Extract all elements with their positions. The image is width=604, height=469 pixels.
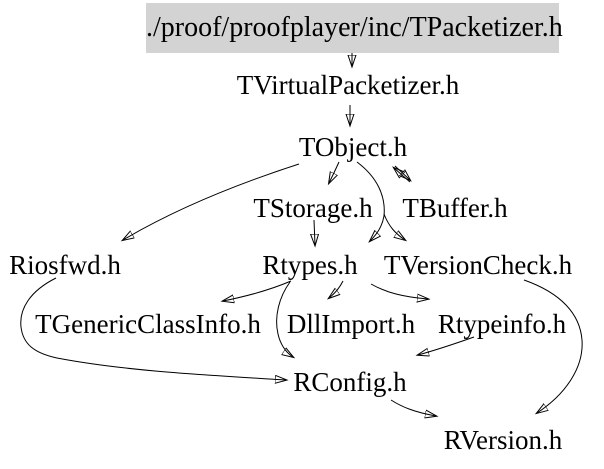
node-riosfwd[interactable]: Riosfwd.h bbox=[9, 250, 121, 280]
node-rtypeinfo[interactable]: Rtypeinfo.h bbox=[437, 309, 567, 339]
node-tbuffer[interactable]: TBuffer.h bbox=[402, 193, 508, 223]
edge-tversioncheck-rversion bbox=[523, 279, 583, 413]
node-rversion[interactable]: RVersion.h bbox=[443, 425, 563, 455]
edge-riosfwd-rconfig bbox=[20, 277, 286, 380]
edge-tobject-riosfwd bbox=[123, 163, 300, 240]
edge-tbuffer-tobject bbox=[394, 168, 411, 183]
edge-rtypes-rconfig bbox=[276, 281, 293, 357]
node-dllimport[interactable]: DllImport.h bbox=[286, 309, 416, 339]
edge-tbuffer-tversioncheck-branch bbox=[383, 213, 405, 240]
edge-rtypeinfo-rconfig bbox=[418, 336, 475, 355]
edge-tstorage-rtypes bbox=[314, 219, 315, 245]
node-tstorage[interactable]: TStorage.h bbox=[253, 193, 373, 223]
edge-rtypes-rtypeinfo bbox=[370, 283, 428, 299]
node-rconfig[interactable]: RConfig.h bbox=[293, 367, 407, 397]
edge-tobject-rtypes-branch bbox=[356, 161, 385, 241]
edge-tobject-tbuffer bbox=[394, 165, 410, 180]
node-tpacketizer: ./proof/proofplayer/inc/TPacketizer.h bbox=[146, 3, 563, 53]
edge-rtypes-tgenericclassinfo bbox=[223, 280, 292, 301]
edge-tobject-tstorage bbox=[329, 161, 340, 183]
node-tobject[interactable]: TObject.h bbox=[298, 132, 408, 162]
node-tgenericclassinfo[interactable]: TGenericClassInfo.h bbox=[35, 309, 261, 339]
edge-rconfig-rversion bbox=[390, 399, 436, 416]
node-tvirtualpacketizer[interactable]: TVirtualPacketizer.h bbox=[236, 70, 460, 100]
node-tversioncheck[interactable]: TVersionCheck.h bbox=[383, 250, 573, 280]
node-rtypes[interactable]: Rtypes.h bbox=[262, 250, 358, 280]
edge-rtypes-dllimport bbox=[329, 280, 344, 298]
